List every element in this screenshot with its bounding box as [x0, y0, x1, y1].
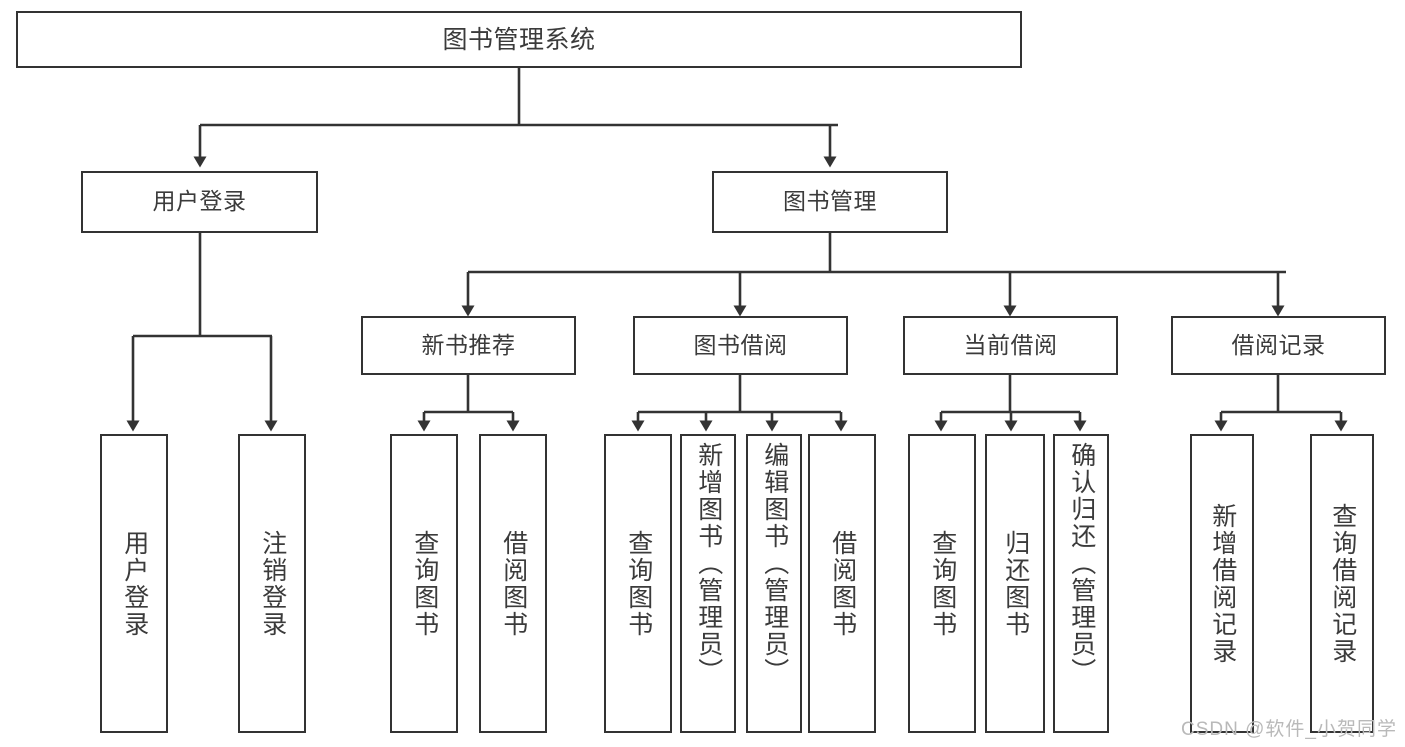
node-root[interactable]: 图书管理系统 — [16, 11, 1022, 68]
node-leaf-return-book[interactable]: 归还图书 — [985, 434, 1045, 733]
node-leaf-query-book-3-label: 查询图书 — [928, 529, 957, 638]
node-leaf-edit-book-label: 编辑图书（管理员） — [760, 442, 789, 685]
node-leaf-query-book-1-label: 查询图书 — [410, 529, 439, 638]
node-leaf-query-book-2[interactable]: 查询图书 — [604, 434, 672, 733]
node-borrow-record-label: 借阅记录 — [1231, 331, 1326, 358]
node-current-borrow[interactable]: 当前借阅 — [903, 316, 1118, 375]
node-root-label: 图书管理系统 — [442, 25, 596, 54]
node-leaf-logout[interactable]: 注销登录 — [238, 434, 306, 733]
node-leaf-logout-label: 注销登录 — [258, 529, 287, 638]
node-leaf-add-record[interactable]: 新增借阅记录 — [1190, 434, 1254, 733]
node-leaf-borrow-book-1[interactable]: 借阅图书 — [479, 434, 547, 733]
node-new-book-recommend[interactable]: 新书推荐 — [361, 316, 576, 375]
node-book-borrow-label: 图书借阅 — [693, 331, 788, 358]
node-leaf-user-login-label: 用户登录 — [120, 529, 149, 638]
node-leaf-confirm-return[interactable]: 确认归还（管理员） — [1053, 434, 1109, 733]
node-book-borrow[interactable]: 图书借阅 — [633, 316, 848, 375]
node-leaf-edit-book[interactable]: 编辑图书（管理员） — [746, 434, 802, 733]
node-current-borrow-label: 当前借阅 — [963, 331, 1058, 358]
node-leaf-confirm-return-label: 确认归还（管理员） — [1067, 442, 1096, 685]
watermark: CSDN @软件_小贺同学 — [1181, 719, 1397, 740]
node-leaf-query-record[interactable]: 查询借阅记录 — [1310, 434, 1374, 733]
node-new-book-recommend-label: 新书推荐 — [421, 331, 516, 358]
node-leaf-borrow-book-1-label: 借阅图书 — [499, 529, 528, 638]
node-leaf-borrow-book-2[interactable]: 借阅图书 — [808, 434, 876, 733]
node-leaf-borrow-book-2-label: 借阅图书 — [828, 529, 857, 638]
node-book-manage[interactable]: 图书管理 — [712, 171, 948, 233]
node-leaf-query-book-3[interactable]: 查询图书 — [908, 434, 976, 733]
node-user-login-label: 用户登录 — [152, 188, 247, 215]
node-leaf-return-book-label: 归还图书 — [1001, 529, 1030, 638]
node-leaf-user-login[interactable]: 用户登录 — [100, 434, 168, 733]
node-leaf-add-book[interactable]: 新增图书（管理员） — [680, 434, 736, 733]
node-leaf-add-book-label: 新增图书（管理员） — [694, 442, 723, 685]
node-user-login[interactable]: 用户登录 — [81, 171, 318, 233]
node-book-manage-label: 图书管理 — [783, 188, 877, 215]
node-leaf-query-book-2-label: 查询图书 — [624, 529, 653, 638]
node-leaf-query-book-1[interactable]: 查询图书 — [390, 434, 458, 733]
node-leaf-query-record-label: 查询借阅记录 — [1328, 502, 1357, 665]
node-leaf-add-record-label: 新增借阅记录 — [1208, 502, 1237, 665]
node-borrow-record[interactable]: 借阅记录 — [1171, 316, 1386, 375]
